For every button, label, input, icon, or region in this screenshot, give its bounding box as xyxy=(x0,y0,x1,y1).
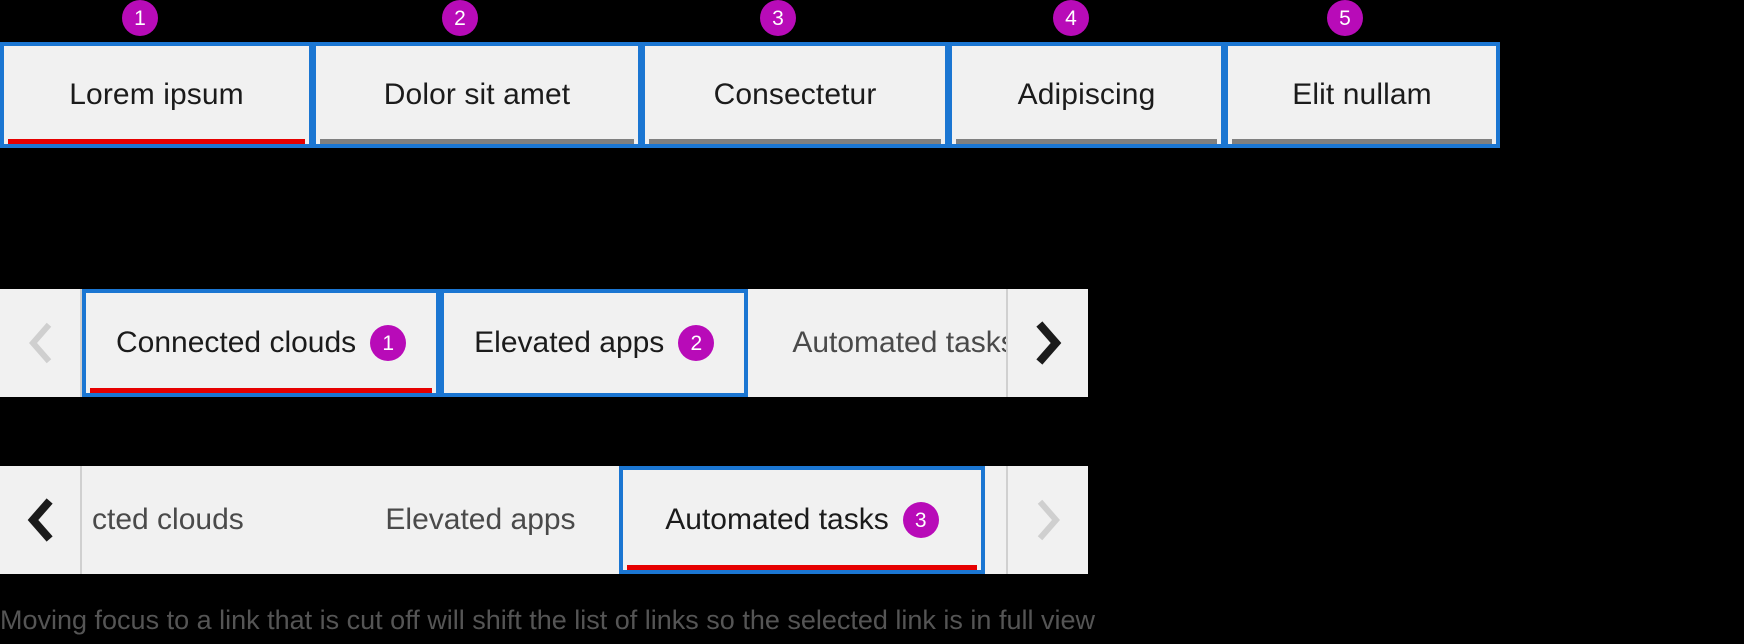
link-elevated-apps[interactable]: Elevated apps 2 xyxy=(440,289,749,397)
marker-badge-3: 3 xyxy=(760,0,796,36)
marker-badge-5: 5 xyxy=(1327,0,1363,36)
link-elevated-apps-row2[interactable]: Elevated apps xyxy=(342,466,619,574)
chevron-right-icon xyxy=(1036,321,1062,365)
marker-badge-1: 1 xyxy=(122,0,158,36)
link-connected-clouds-badge: 1 xyxy=(370,325,407,361)
marker-badge-2: 2 xyxy=(442,0,478,36)
scroll-track-row1: Connected clouds 1 Elevated apps 2 Autom… xyxy=(82,289,1006,397)
scroll-prev-button-row2[interactable] xyxy=(0,466,82,574)
tab-consectetur-label: Consectetur xyxy=(713,78,877,111)
tab-elit-nullam[interactable]: Elit nullam xyxy=(1224,42,1500,148)
chevron-left-icon xyxy=(29,322,52,364)
link-elevated-apps-row2-label: Elevated apps xyxy=(385,503,576,536)
chevron-left-icon xyxy=(27,498,53,542)
link-connected-clouds-underline xyxy=(90,388,433,393)
link-connected-clouds-label: Connected clouds xyxy=(116,326,357,359)
top-tab-strip-inner: Lorem ipsum Dolor sit amet Consectetur A… xyxy=(0,42,1500,148)
link-automated-tasks-clipped-label: Automated tasks xyxy=(792,326,1006,359)
caption-text: Moving focus to a link that is cut off w… xyxy=(0,605,1095,635)
link-elevated-apps-badge: 2 xyxy=(678,325,715,361)
scroll-next-button-row2[interactable] xyxy=(1006,466,1088,574)
marker-badge-4: 4 xyxy=(1053,0,1089,36)
tab-consectetur[interactable]: Consectetur xyxy=(641,42,949,148)
link-connected-clouds[interactable]: Connected clouds 1 xyxy=(82,289,441,397)
link-automated-tasks-clipped[interactable]: Automated tasks xyxy=(748,289,1006,397)
tab-adipiscing-label: Adipiscing xyxy=(1017,78,1156,111)
scroll-next-button-row1[interactable] xyxy=(1006,289,1088,397)
tab-dolor-sit-amet-underline xyxy=(320,139,634,144)
tab-lorem-ipsum[interactable]: Lorem ipsum xyxy=(0,42,313,148)
link-automated-tasks[interactable]: Automated tasks 3 xyxy=(619,466,985,574)
scroll-row-connected-clouds: Connected clouds 1 Elevated apps 2 Autom… xyxy=(0,289,1088,397)
tab-lorem-ipsum-label: Lorem ipsum xyxy=(69,78,244,111)
top-tab-strip: Lorem ipsum Dolor sit amet Consectetur A… xyxy=(0,42,1500,148)
tab-adipiscing[interactable]: Adipiscing xyxy=(948,42,1225,148)
tab-consectetur-underline xyxy=(649,139,941,144)
link-automated-tasks-label: Automated tasks xyxy=(665,503,889,536)
link-connected-clouds-clipped-label: cted clouds xyxy=(92,503,244,536)
chevron-right-icon xyxy=(1037,499,1060,541)
tab-lorem-ipsum-underline xyxy=(8,139,305,144)
link-elevated-apps-underline xyxy=(448,388,740,393)
link-elevated-apps-label: Elevated apps xyxy=(474,326,665,359)
tab-elit-nullam-underline xyxy=(1232,139,1492,144)
tab-dolor-sit-amet[interactable]: Dolor sit amet xyxy=(312,42,642,148)
tab-adipiscing-underline xyxy=(956,139,1217,144)
scroll-prev-button-row1[interactable] xyxy=(0,289,82,397)
link-automated-tasks-badge: 3 xyxy=(902,502,939,538)
scroll-row-automated-tasks: cted clouds Elevated apps Automated task… xyxy=(0,466,1088,574)
scroll-track-row2: cted clouds Elevated apps Automated task… xyxy=(82,466,1006,574)
tab-dolor-sit-amet-label: Dolor sit amet xyxy=(383,78,571,111)
tab-elit-nullam-label: Elit nullam xyxy=(1292,78,1432,111)
link-connected-clouds-clipped[interactable]: cted clouds xyxy=(82,466,342,574)
link-automated-tasks-underline xyxy=(627,565,977,570)
